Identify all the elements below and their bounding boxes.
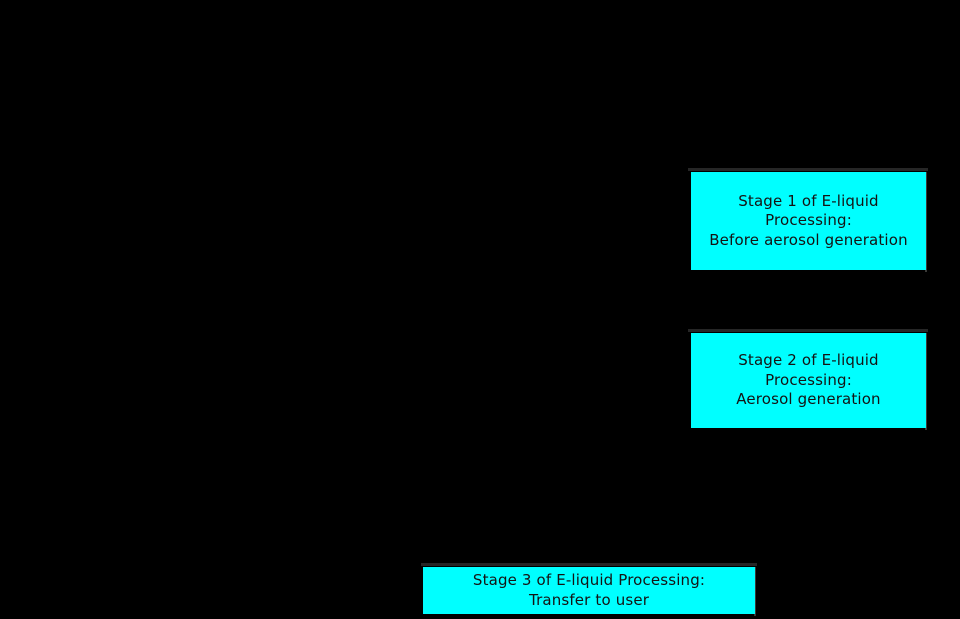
stage-2-box[interactable]: Stage 2 of E-liquid Processing: Aerosol … <box>691 333 926 428</box>
stage-1-box[interactable]: Stage 1 of E-liquid Processing: Before a… <box>691 172 926 270</box>
stage-2-box-right-shadow <box>925 333 927 430</box>
stage-3-box[interactable]: Stage 3 of E-liquid Processing: Transfer… <box>423 567 755 614</box>
stage-1-box-right-shadow <box>925 172 927 272</box>
stage-1-box-label: Stage 1 of E-liquid Processing: Before a… <box>709 191 908 249</box>
stage-3-box-top-shadow <box>421 563 757 566</box>
stage-3-box-right-shadow <box>754 567 756 616</box>
stage-2-box-label: Stage 2 of E-liquid Processing: Aerosol … <box>736 351 881 409</box>
stage-3-box-label: Stage 3 of E-liquid Processing: Transfer… <box>472 571 706 609</box>
stage-1-box-top-shadow <box>688 168 928 171</box>
stage-2-box-top-shadow <box>688 329 928 332</box>
